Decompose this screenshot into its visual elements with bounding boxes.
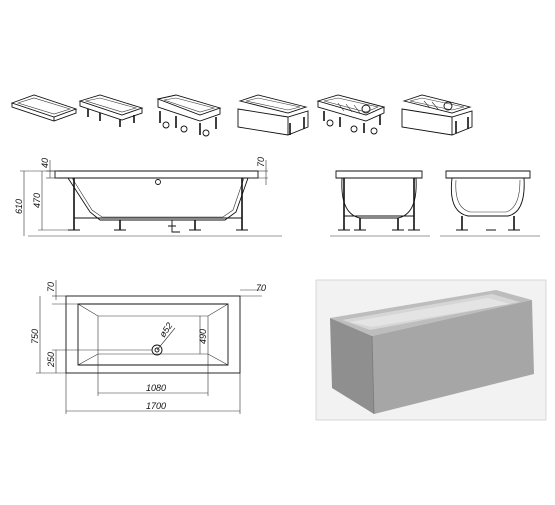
variant-bathtub-with-frame xyxy=(78,94,144,127)
variant-bathtub-with-frame-and-panel xyxy=(237,94,309,136)
dim-drain-diameter: ø52 xyxy=(157,321,174,339)
dim-rim-width: 70 xyxy=(46,282,56,292)
variant-bathtub-only xyxy=(10,94,78,122)
dim-total-height: 610 xyxy=(14,199,24,214)
top-view: ø52 70 750 250 490 70 1080 1700 xyxy=(30,280,266,414)
side-view-short-frame xyxy=(330,170,430,237)
dim-rim-height: 40 xyxy=(40,158,50,168)
variant-bathtub-with-frame-and-hydromassage xyxy=(316,94,386,135)
dim-rim-offset: 70 xyxy=(256,157,266,167)
dim-inner-length: 1080 xyxy=(146,383,166,393)
variant-bathtub-with-frame-and-siphon xyxy=(156,94,222,137)
bathtub-render xyxy=(315,279,547,421)
side-view-long: 40 470 610 70 xyxy=(14,157,282,237)
dim-outer-rim: 70 xyxy=(256,283,266,293)
dim-length: 1700 xyxy=(146,401,166,411)
dim-drain-offset: 250 xyxy=(46,352,56,368)
variant-thumbnails xyxy=(10,94,473,137)
variant-bathtub-with-frame-panel-and-hydromassage xyxy=(401,94,473,136)
side-view-short-panel xyxy=(440,170,540,237)
dim-width: 750 xyxy=(30,329,40,344)
dim-tub-height: 470 xyxy=(32,193,42,208)
dim-inner-width: 490 xyxy=(198,329,208,344)
